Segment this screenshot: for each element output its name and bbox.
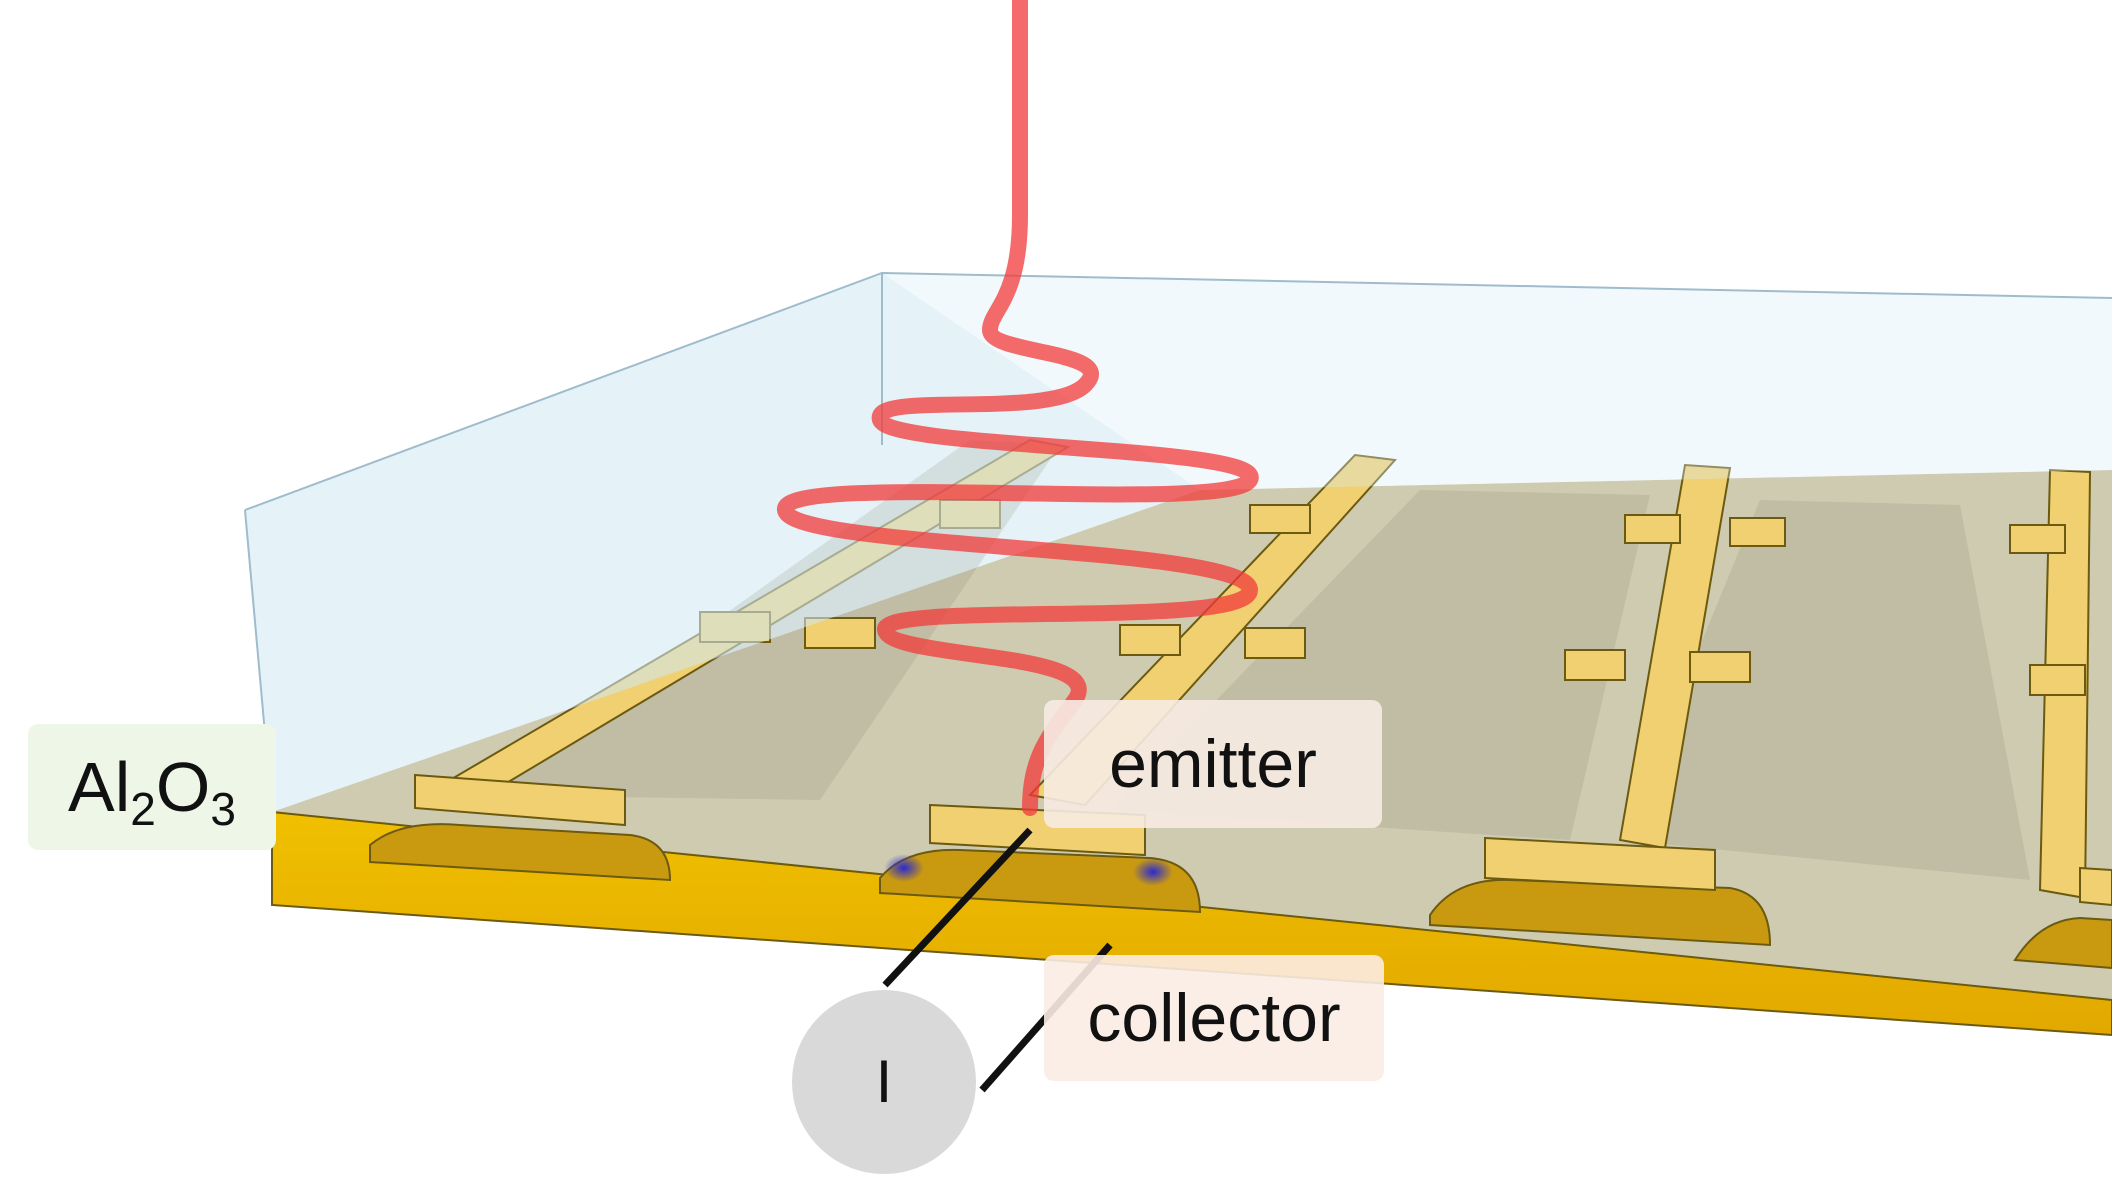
pit-4 <box>2013 916 2112 970</box>
pad-1 <box>414 773 626 827</box>
pad-3 <box>1484 836 1716 892</box>
al2o3-label: Al2O3 <box>28 724 276 850</box>
pit-3 <box>1429 878 1772 947</box>
collector-pits <box>369 823 2112 970</box>
laser-beam <box>777 0 1259 816</box>
emitter-label: emitter <box>1044 700 1382 828</box>
oxide-top <box>245 273 2112 812</box>
finger-3 <box>1618 463 1732 850</box>
wire-emitter <box>882 827 1033 988</box>
ammeter <box>792 990 976 1174</box>
pit-1 <box>369 823 672 882</box>
pad-4 <box>2079 866 2112 907</box>
collector-text: collector <box>1087 980 1341 1056</box>
ammeter-label: I <box>876 1048 893 1115</box>
collector-label: collector <box>1044 955 1384 1081</box>
hot-spot-left <box>884 854 924 882</box>
emitter-fingers <box>414 438 2112 907</box>
emitter-text: emitter <box>1109 726 1317 802</box>
hot-spot-right <box>1133 858 1173 886</box>
al2o3-text: Al2O3 <box>68 748 236 835</box>
